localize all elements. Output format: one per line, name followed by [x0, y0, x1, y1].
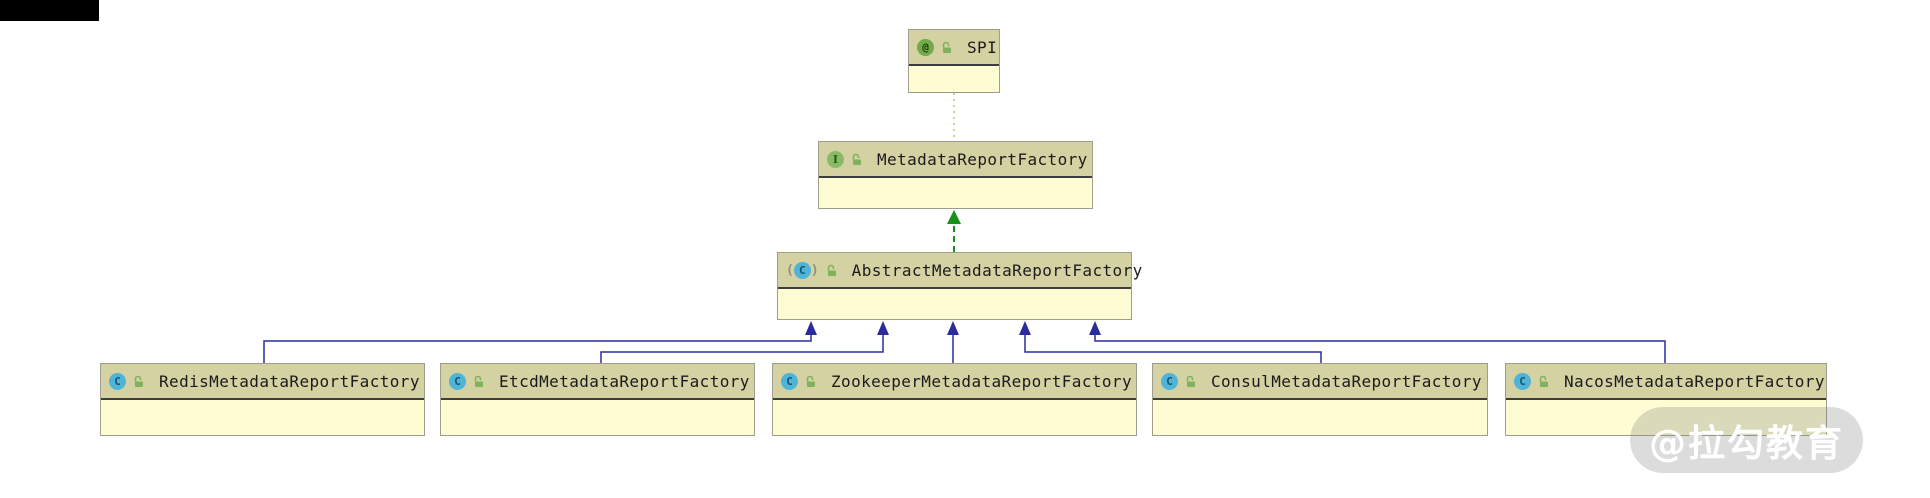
node-header[interactable]: C RedisMetadataReportFactory	[101, 364, 424, 400]
abstract-paren: (	[786, 262, 794, 278]
class-name: RedisMetadataReportFactory	[159, 371, 420, 391]
node-header[interactable]: ( C ) AbstractMetadataReportFactory	[778, 253, 1142, 289]
node-header[interactable]: I MetadataReportFactory	[819, 142, 1092, 178]
node-header[interactable]: C ZookeeperMetadataReportFactory	[773, 364, 1136, 400]
class-name: SPI	[967, 37, 998, 57]
members-section	[778, 289, 1131, 319]
watermark-badge: @拉勾教育	[1630, 407, 1863, 473]
class-icon: C	[1161, 372, 1178, 390]
members-section	[909, 66, 999, 92]
class-name: MetadataReportFactory	[877, 149, 1088, 169]
inheritance-arrowhead	[1089, 321, 1101, 335]
realization-arrowhead	[947, 210, 961, 224]
edge-inheritance-consul	[1024, 334, 1322, 363]
unlocked-icon	[804, 375, 817, 388]
class-name: ZookeeperMetadataReportFactory	[831, 371, 1132, 391]
class-node-consul-metadata-report-factory[interactable]: C ConsulMetadataReportFactory	[1152, 363, 1488, 436]
node-header[interactable]: C EtcdMetadataReportFactory	[441, 364, 754, 400]
class-icon: C	[781, 372, 798, 390]
class-node-nacos-metadata-report-factory[interactable]: C NacosMetadataReportFactory	[1505, 363, 1827, 436]
members-section	[1153, 400, 1487, 435]
unlocked-icon	[825, 264, 838, 277]
class-node-etcd-metadata-report-factory[interactable]: C EtcdMetadataReportFactory	[440, 363, 755, 436]
unlocked-icon	[1184, 375, 1197, 388]
inheritance-arrowhead	[1019, 321, 1031, 335]
inheritance-arrowhead	[805, 321, 817, 335]
class-icon: C	[109, 372, 126, 390]
class-node-metadata-report-factory[interactable]: I MetadataReportFactory	[818, 141, 1093, 209]
unlocked-icon	[1537, 375, 1550, 388]
unlocked-icon	[850, 153, 863, 166]
class-name: EtcdMetadataReportFactory	[499, 371, 750, 391]
class-node-redis-metadata-report-factory[interactable]: C RedisMetadataReportFactory	[100, 363, 425, 436]
class-icon: C	[793, 261, 811, 279]
unlocked-icon	[132, 375, 145, 388]
inheritance-arrowhead	[877, 321, 889, 335]
members-section	[441, 400, 754, 435]
unlocked-icon	[940, 41, 953, 54]
class-name: AbstractMetadataReportFactory	[851, 260, 1143, 280]
class-node-zookeeper-metadata-report-factory[interactable]: C ZookeeperMetadataReportFactory	[772, 363, 1137, 436]
redacted-region	[0, 0, 99, 21]
node-header[interactable]: C NacosMetadataReportFactory	[1506, 364, 1826, 400]
edge-inheritance-redis	[263, 334, 812, 363]
annotation-icon: @	[917, 38, 934, 56]
unlocked-icon	[472, 375, 485, 388]
members-section	[773, 400, 1136, 435]
class-icon: C	[449, 372, 466, 390]
members-section	[819, 178, 1092, 208]
edge-inheritance-nacos	[1094, 334, 1666, 363]
node-header[interactable]: C ConsulMetadataReportFactory	[1153, 364, 1487, 400]
interface-icon: I	[827, 150, 844, 168]
class-name: ConsulMetadataReportFactory	[1211, 371, 1482, 391]
edge-inheritance-etcd	[600, 334, 884, 363]
abstract-class-icon: ( C )	[786, 261, 819, 279]
class-icon: C	[1514, 372, 1531, 390]
class-node-spi[interactable]: @ SPI	[908, 29, 1000, 93]
members-section	[1506, 400, 1826, 435]
class-node-abstract-metadata-report-factory[interactable]: ( C ) AbstractMetadataReportFactory	[777, 252, 1142, 320]
abstract-paren: )	[810, 262, 819, 278]
class-name: NacosMetadataReportFactory	[1564, 371, 1825, 391]
inheritance-arrowhead	[947, 321, 959, 335]
members-section	[101, 400, 424, 435]
node-header[interactable]: @ SPI	[909, 30, 999, 66]
